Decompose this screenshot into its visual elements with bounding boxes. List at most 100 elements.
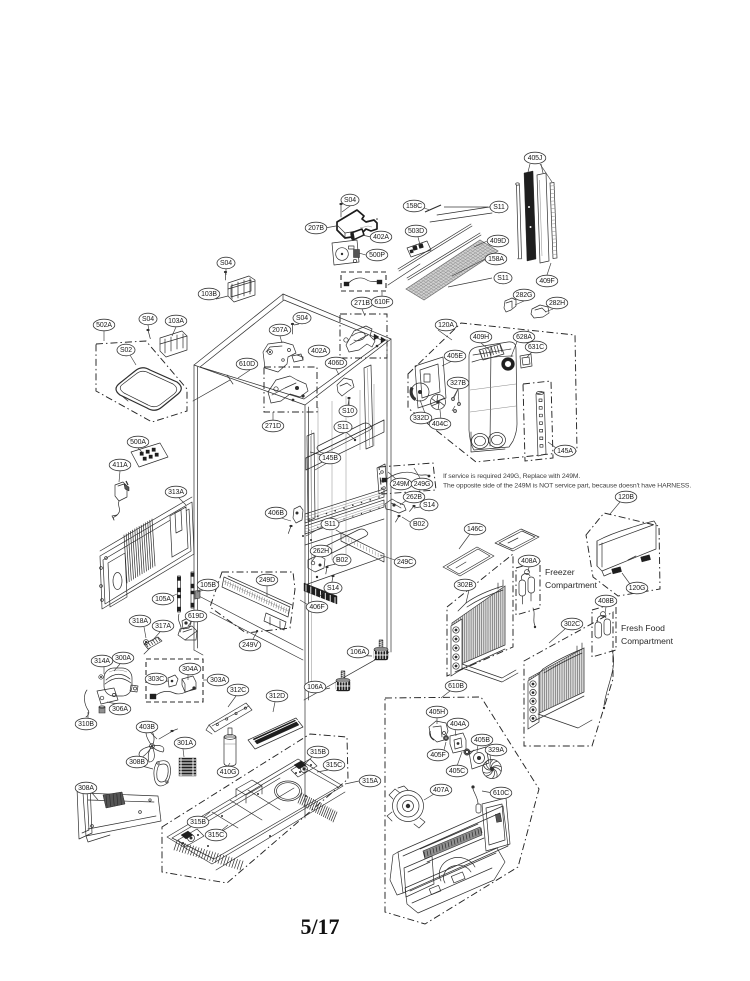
svg-text:S04: S04: [296, 315, 308, 322]
svg-text:S14: S14: [423, 502, 435, 509]
svg-text:103B: 103B: [201, 291, 217, 298]
svg-text:105A: 105A: [155, 596, 171, 603]
svg-text:405F: 405F: [430, 752, 445, 759]
svg-text:106A: 106A: [307, 684, 323, 691]
svg-text:411A: 411A: [112, 462, 128, 469]
svg-text:402A: 402A: [373, 234, 389, 241]
svg-text:312C: 312C: [230, 687, 246, 694]
svg-text:158C: 158C: [406, 203, 422, 210]
svg-text:312D: 312D: [269, 693, 285, 700]
svg-text:405H: 405H: [429, 709, 445, 716]
svg-text:503D: 503D: [408, 228, 424, 235]
svg-text:407A: 407A: [433, 787, 449, 794]
svg-text:315A: 315A: [362, 778, 378, 785]
svg-text:145A: 145A: [557, 448, 573, 455]
svg-text:S04: S04: [142, 316, 154, 323]
svg-text:327B: 327B: [450, 380, 466, 387]
svg-text:Fresh Food: Fresh Food: [621, 623, 665, 633]
svg-text:249V: 249V: [242, 642, 258, 649]
svg-text:146C: 146C: [467, 526, 483, 533]
svg-text:207B: 207B: [308, 225, 324, 232]
svg-text:405B: 405B: [474, 737, 490, 744]
svg-text:409F: 409F: [539, 278, 554, 285]
svg-text:308A: 308A: [78, 785, 94, 792]
svg-text:S14: S14: [327, 585, 339, 592]
svg-text:610C: 610C: [493, 790, 509, 797]
svg-text:B02: B02: [336, 557, 348, 564]
svg-text:303C: 303C: [148, 676, 164, 683]
svg-text:271B: 271B: [354, 300, 370, 307]
svg-text:249C: 249C: [397, 559, 413, 566]
svg-text:406D: 406D: [328, 360, 344, 367]
svg-text:249D: 249D: [259, 577, 275, 584]
svg-text:249G: 249G: [414, 481, 430, 488]
svg-text:313A: 313A: [168, 489, 184, 496]
svg-text:249M: 249M: [393, 481, 410, 488]
svg-text:406B: 406B: [268, 510, 284, 517]
svg-text:619D: 619D: [188, 613, 204, 620]
svg-text:410G: 410G: [220, 769, 236, 776]
svg-text:S11: S11: [324, 521, 336, 528]
svg-text:120G: 120G: [629, 585, 645, 592]
svg-text:105B: 105B: [200, 582, 216, 589]
svg-text:The opposite side of the 249M: The opposite side of the 249M is NOT ser…: [443, 483, 691, 490]
svg-text:262H: 262H: [313, 548, 329, 555]
svg-text:628A: 628A: [516, 334, 532, 341]
svg-text:409D: 409D: [490, 238, 506, 245]
svg-text:S10: S10: [342, 408, 354, 415]
svg-text:405C: 405C: [449, 768, 465, 775]
svg-text:502A: 502A: [96, 322, 112, 329]
svg-text:S04: S04: [220, 260, 232, 267]
svg-text:500P: 500P: [369, 252, 385, 259]
svg-text:302C: 302C: [564, 621, 580, 628]
svg-text:262B: 262B: [406, 494, 422, 501]
svg-text:Compartment: Compartment: [621, 636, 674, 646]
svg-text:405E: 405E: [447, 353, 463, 360]
svg-text:103A: 103A: [168, 318, 184, 325]
svg-text:S11: S11: [493, 204, 505, 211]
svg-text:314A: 314A: [94, 658, 110, 665]
svg-text:403B: 403B: [139, 724, 155, 731]
svg-text:315C: 315C: [208, 832, 224, 839]
svg-text:158A: 158A: [488, 256, 504, 263]
svg-text:207A: 207A: [272, 327, 288, 334]
svg-text:120A: 120A: [438, 322, 454, 329]
svg-text:301A: 301A: [177, 740, 193, 747]
svg-text:306A: 306A: [112, 706, 128, 713]
svg-text:271D: 271D: [265, 423, 281, 430]
svg-text:106A: 106A: [350, 649, 366, 656]
svg-text:404A: 404A: [450, 721, 466, 728]
svg-text:S02: S02: [120, 347, 132, 354]
svg-text:Freezer: Freezer: [545, 567, 575, 577]
svg-text:S11: S11: [337, 424, 349, 431]
svg-text:404C: 404C: [432, 421, 448, 428]
svg-text:If service is required 249G, R: If service is required 249G, Replace wit…: [443, 473, 580, 480]
svg-text:5/17: 5/17: [300, 914, 339, 939]
svg-text:S11: S11: [497, 275, 509, 282]
svg-text:282H: 282H: [549, 300, 565, 307]
svg-text:B02: B02: [413, 521, 425, 528]
svg-text:610F: 610F: [374, 299, 389, 306]
svg-text:145B: 145B: [322, 455, 338, 462]
svg-text:310B: 310B: [78, 721, 94, 728]
svg-text:315C: 315C: [326, 762, 342, 769]
svg-text:120B: 120B: [618, 494, 634, 501]
svg-text:405J: 405J: [528, 155, 543, 162]
svg-text:318A: 318A: [132, 618, 148, 625]
svg-text:308B: 308B: [129, 759, 145, 766]
svg-text:300A: 300A: [115, 655, 131, 662]
svg-text:409H: 409H: [473, 334, 489, 341]
svg-text:610B: 610B: [448, 683, 464, 690]
svg-text:329A: 329A: [488, 747, 504, 754]
svg-text:304A: 304A: [182, 666, 198, 673]
svg-text:S04: S04: [344, 197, 356, 204]
svg-text:500A: 500A: [130, 439, 146, 446]
svg-text:282G: 282G: [516, 292, 532, 299]
svg-text:315B: 315B: [310, 749, 326, 756]
svg-text:302B: 302B: [457, 582, 473, 589]
svg-text:631C: 631C: [528, 344, 544, 351]
svg-text:408B: 408B: [598, 598, 614, 605]
svg-text:Compartment: Compartment: [545, 580, 598, 590]
svg-text:408A: 408A: [521, 558, 537, 565]
svg-text:315B: 315B: [190, 819, 206, 826]
